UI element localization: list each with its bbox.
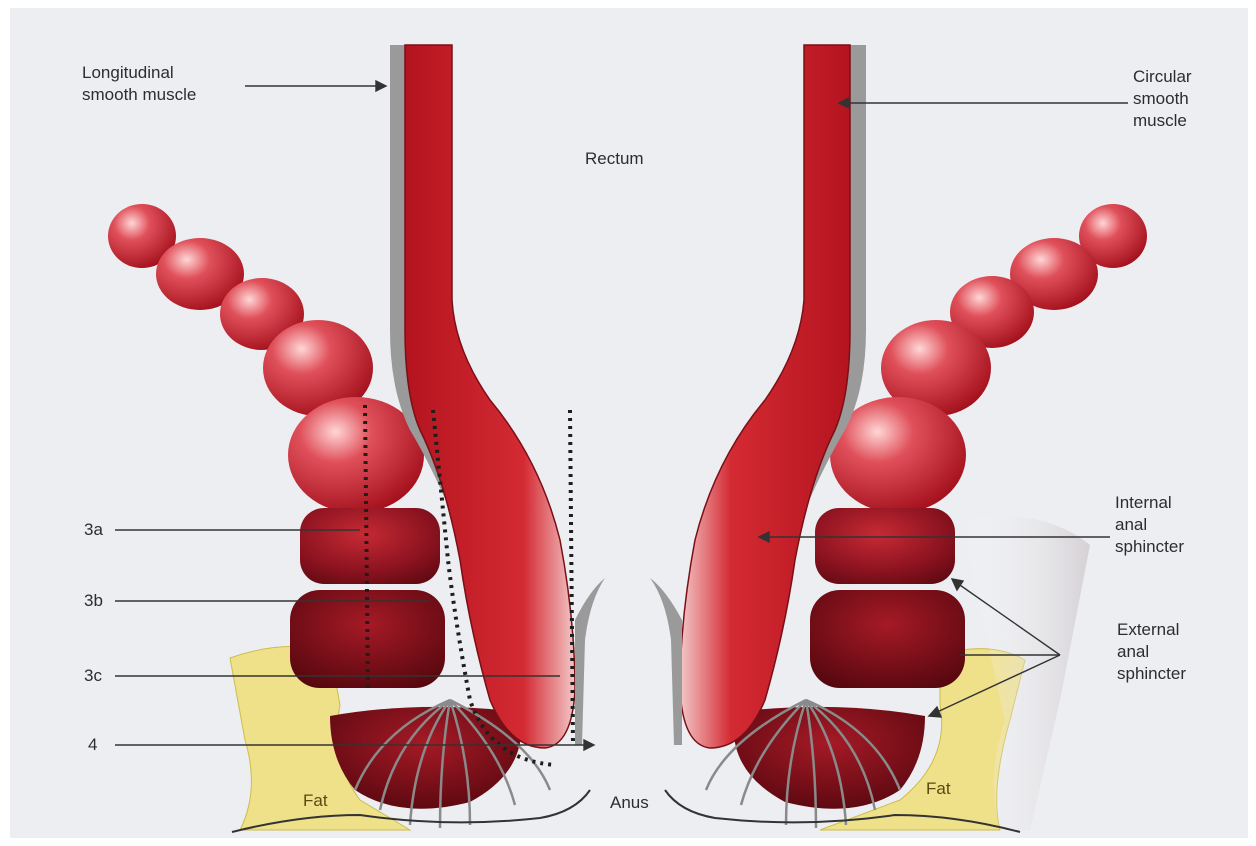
label-fat-right: Fat bbox=[926, 778, 951, 800]
label-longitudinal-muscle: Longitudinal smooth muscle bbox=[82, 62, 196, 106]
levator-chain-left bbox=[108, 204, 424, 513]
label-grade-3b: 3b bbox=[84, 590, 103, 612]
external-sphincter-deep-left bbox=[300, 508, 440, 584]
label-grade-4: 4 bbox=[88, 734, 97, 756]
label-grade-3a: 3a bbox=[84, 519, 103, 541]
label-internal-sphincter: Internal anal sphincter bbox=[1115, 492, 1184, 558]
label-grade-3c: 3c bbox=[84, 665, 102, 687]
levator-chain-right bbox=[830, 204, 1147, 513]
label-external-sphincter: External anal sphincter bbox=[1117, 619, 1186, 685]
label-fat-left: Fat bbox=[303, 790, 328, 812]
external-sphincter-superficial-right bbox=[810, 590, 965, 688]
external-sphincter-deep-right bbox=[815, 508, 955, 584]
anal-lining-right bbox=[650, 578, 682, 745]
external-sphincter-subcut-right bbox=[734, 707, 925, 809]
label-anus: Anus bbox=[610, 792, 649, 814]
label-circular-muscle: Circular smooth muscle bbox=[1133, 66, 1192, 132]
anal-lining-left bbox=[575, 578, 605, 745]
label-rectum: Rectum bbox=[585, 148, 644, 170]
